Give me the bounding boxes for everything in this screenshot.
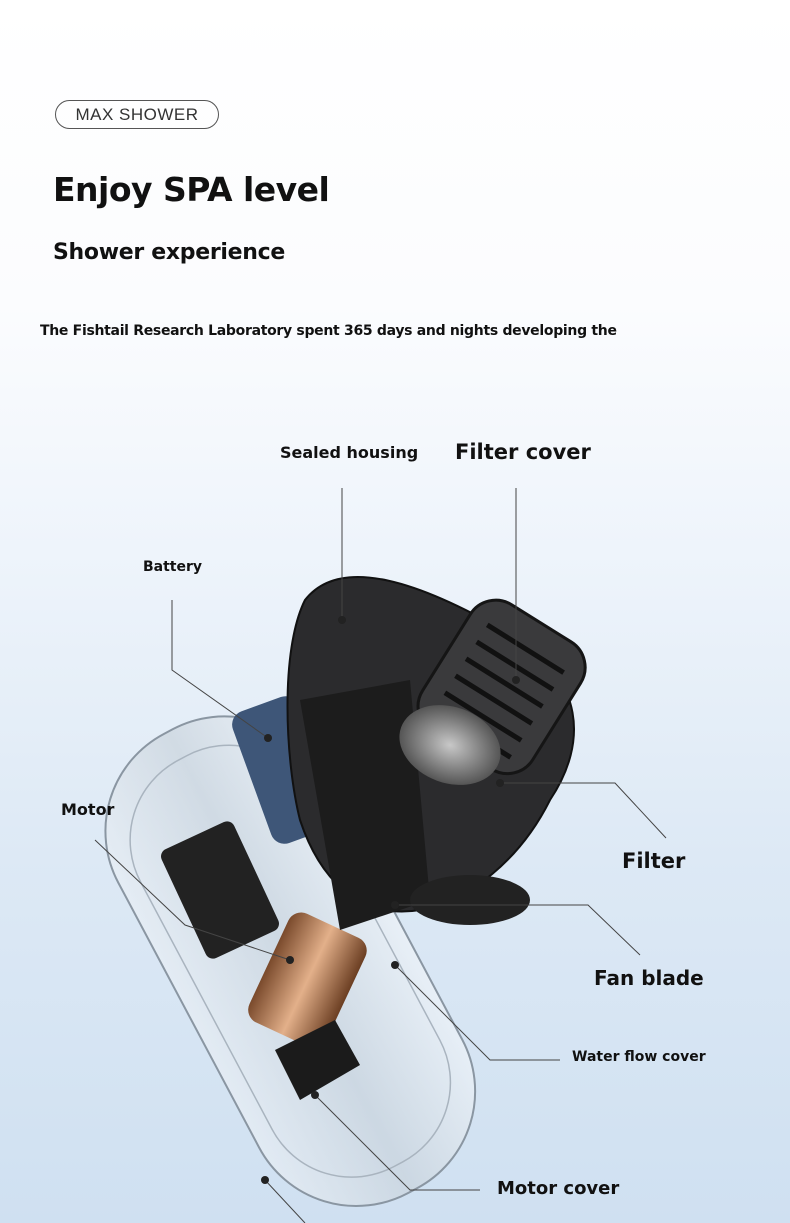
label-battery: Battery xyxy=(143,559,203,575)
leader-lines xyxy=(94,488,667,1223)
label-filter-cover: Filter cover xyxy=(455,440,591,464)
label-motor: Motor xyxy=(61,800,115,819)
label-sealed-housing: Sealed housing xyxy=(280,443,419,462)
label-water-flow-cover: Water flow cover xyxy=(572,1049,706,1065)
label-motor-cover: Motor cover xyxy=(497,1178,620,1199)
label-fan-blade: Fan blade xyxy=(594,966,704,990)
label-filter: Filter xyxy=(622,849,686,873)
motor-part xyxy=(248,912,367,1048)
brand-badge: MAX SHOWER xyxy=(55,100,219,129)
filter-part xyxy=(399,705,501,785)
leader-dots xyxy=(261,616,520,1184)
description: The Fishtail Research Laboratory spent 3… xyxy=(40,323,617,339)
subheadline: Shower experience xyxy=(53,240,285,265)
headline: Enjoy SPA level xyxy=(53,170,330,209)
